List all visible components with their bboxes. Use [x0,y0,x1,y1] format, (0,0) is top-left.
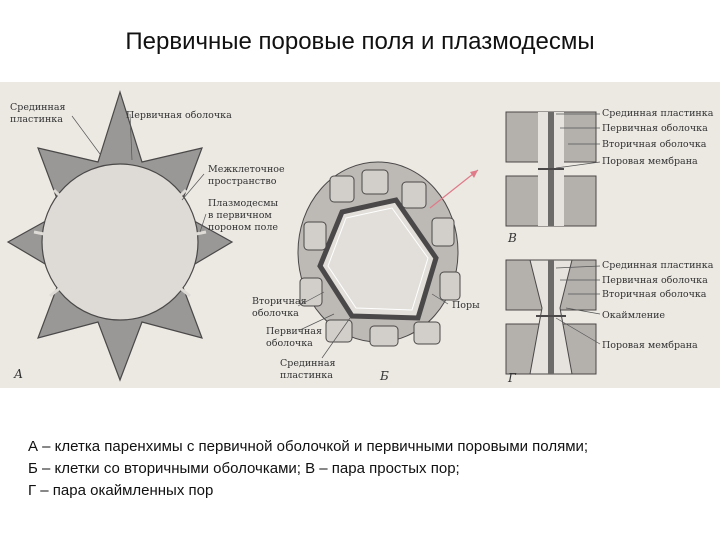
panel-a-label-plasmodesmata-1: Плазмодесмы [208,198,278,209]
panel-a-parenchyma-cell: Срединная пластинка Первичная оболочка М… [6,89,285,382]
panel-a-label-primary-wall: Первичная оболочка [126,110,232,121]
panel-b-zoom-arrow [429,169,479,209]
panel-v-label-pore-membrane: Поровая мембрана [602,156,698,167]
panel-b-zoom-arrowhead [470,170,478,178]
panel-a-label-middle-lamella-1: Срединная [10,102,65,113]
plasmodesma-mark [179,286,191,298]
panel-a-label-middle-lamella-2: пластинка [10,114,63,125]
panel-b-neighbor-cell [439,271,461,301]
panel-g-bordered-pores: Срединная пластинка Первичная оболочка В… [505,259,714,385]
panel-a-cell-lumen [41,163,199,321]
panel-b-central-cell-inner [327,207,429,311]
panel-g-label-primary-wall: Первичная оболочка [602,275,708,286]
panel-a-label-plasmodesmata-2: в первичном [208,210,272,221]
plasmodesma-mark [52,188,66,202]
panel-a-letter: А [13,367,23,381]
plasmodesma-mark [33,230,45,236]
plasmodesma-mark [174,188,188,202]
panel-b-neighbor-cell [413,321,441,345]
panel-b-label-primary-wall-1: Первичная [266,326,322,337]
panel-b-neighbor-cell [325,319,353,343]
panel-b-letter: Б [379,369,389,383]
panel-v-label-secondary-wall: Вторичная оболочка [602,139,707,150]
panel-g-label-pore-membrane: Поровая мембрана [602,340,698,351]
panel-v-letter: В [507,231,517,245]
caption-line: А – клетка паренхимы с первичной оболочк… [28,438,589,455]
panel-g-label-secondary-wall: Вторичная оболочка [602,289,707,300]
caption-line: Г – пара окаймленных пор [28,482,214,499]
panel-b-neighbor-cell [431,217,455,247]
panel-b-label-middle-lamella-2: пластинка [280,370,333,381]
panel-b-label-secondary-wall-2: оболочка [252,308,299,319]
figure-caption: А – клетка паренхимы с первичной оболочк… [28,436,708,502]
panel-v-label-middle-lamella: Срединная пластинка [602,108,714,119]
panel-a-label-plasmodesmata-3: пороном поле [208,222,278,233]
panel-v-simple-pores: Срединная пластинка Первичная оболочка В… [505,108,714,245]
panel-b-neighbor-cell [329,175,355,203]
panel-b-secondary-wall-cells: Вторичная оболочка Первичная оболочка Ср… [252,161,480,383]
panel-b-label-pores: Поры [452,300,480,311]
plasmodesma-mark [49,286,61,298]
panel-a-label-intercellular-1: Межклеточное [208,164,285,175]
panel-b-neighbor-cell [303,221,327,251]
panel-b-label-primary-wall-2: оболочка [266,338,313,349]
panel-b-neighbor-cell [369,325,399,347]
panel-b-neighbor-cell [299,277,323,307]
panel-g-label-border: Окаймление [602,310,665,321]
pore-fields-illustration: Срединная пластинка Первичная оболочка М… [0,82,720,388]
panel-b-label-secondary-wall-1: Вторичная [252,296,307,307]
caption-line: Б – клетки со вторичными оболочками; В –… [28,460,460,477]
panel-b-neighbor-cell [401,181,427,209]
panel-g-label-middle-lamella: Срединная пластинка [602,260,714,271]
panel-v-label-primary-wall: Первичная оболочка [602,123,708,134]
panel-b-neighbor-cell [361,169,389,195]
panel-a-label-intercellular-2: пространство [208,176,277,187]
plasmodesma-mark [195,230,207,236]
panel-g-letter: Г [507,371,517,385]
panel-b-label-middle-lamella-1: Срединная [280,358,335,369]
page-title: Первичные поровые поля и плазмодесмы [125,28,595,55]
